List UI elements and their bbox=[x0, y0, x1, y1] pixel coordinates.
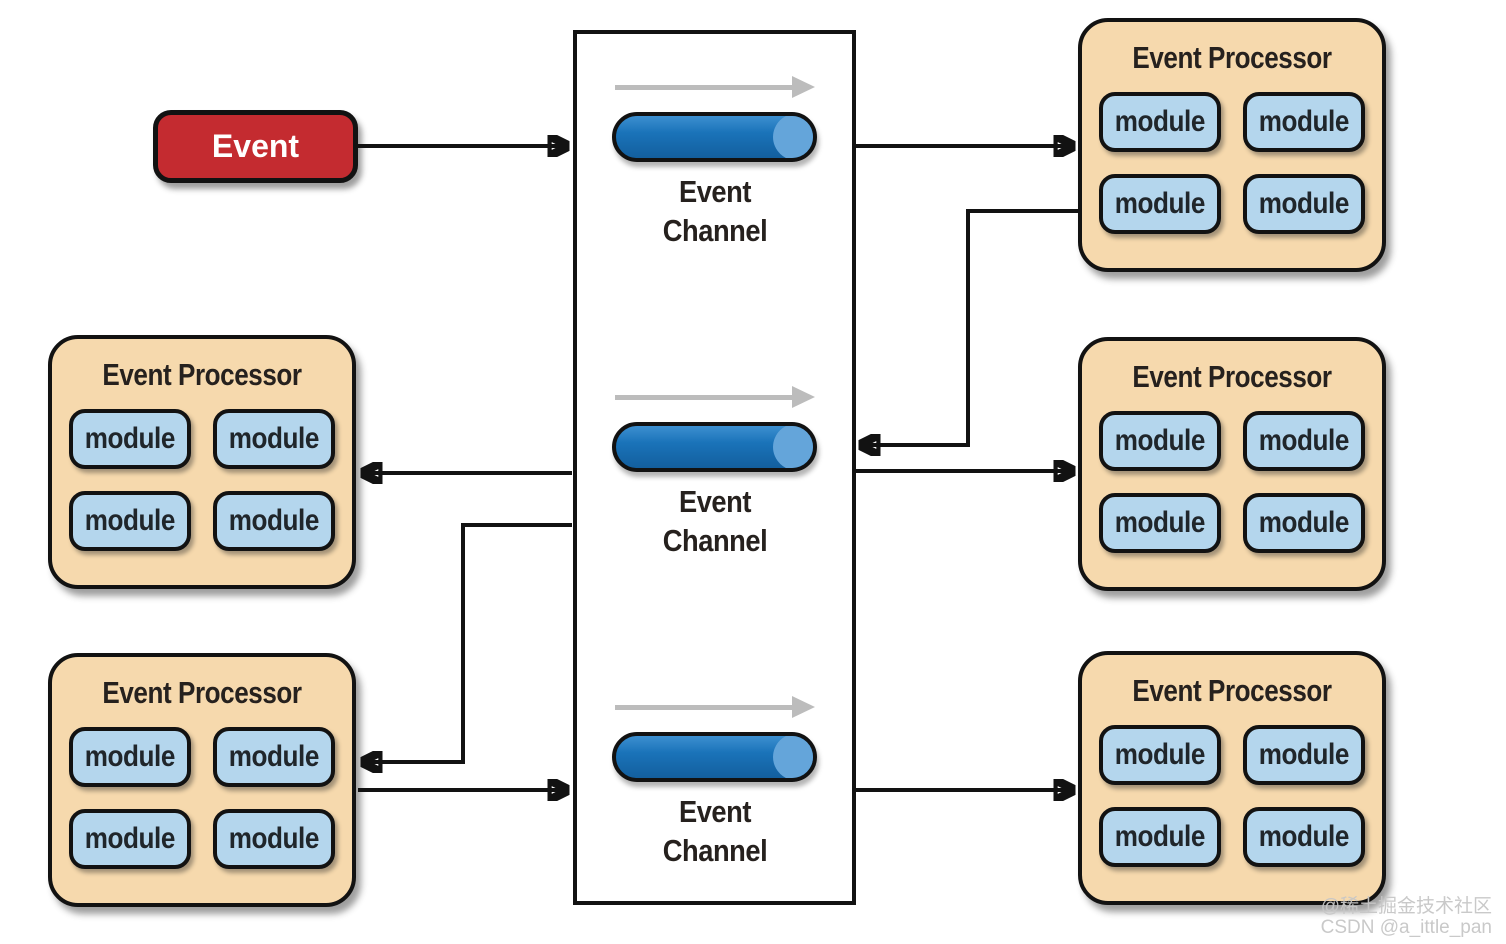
module-chip: module bbox=[213, 727, 335, 787]
module-label: module bbox=[1258, 820, 1350, 853]
event-processor-middle-right: Event Processor module module module mod… bbox=[1078, 337, 1386, 591]
event-node: Event bbox=[153, 110, 358, 183]
module-chip: module bbox=[1243, 411, 1365, 471]
module-chip: module bbox=[1099, 92, 1221, 152]
module-chip: module bbox=[69, 491, 191, 551]
module-label: module bbox=[1258, 424, 1350, 457]
module-chip: module bbox=[213, 409, 335, 469]
processor-title: Event Processor bbox=[1132, 359, 1332, 394]
module-label: module bbox=[228, 822, 320, 855]
module-chip: module bbox=[69, 727, 191, 787]
module-grid: module module module module bbox=[52, 409, 352, 551]
module-chip: module bbox=[1099, 174, 1221, 234]
processor-title: Event Processor bbox=[102, 675, 302, 710]
event-channel-box: Event Channel Event Channel Event Channe… bbox=[573, 30, 856, 905]
module-chip: module bbox=[69, 409, 191, 469]
module-grid: module module module module bbox=[1082, 411, 1382, 553]
event-channel-label: Event Channel bbox=[662, 484, 767, 558]
module-label: module bbox=[1258, 738, 1350, 771]
module-chip: module bbox=[1243, 493, 1365, 553]
module-label: module bbox=[1114, 506, 1206, 539]
event-label: Event bbox=[211, 128, 300, 164]
module-chip: module bbox=[69, 809, 191, 869]
module-grid: module module module module bbox=[52, 727, 352, 869]
module-label: module bbox=[228, 504, 320, 537]
module-label: module bbox=[1258, 506, 1350, 539]
module-label: module bbox=[84, 822, 176, 855]
flow-direction-arrow-icon bbox=[614, 695, 815, 720]
module-grid: module module module module bbox=[1082, 725, 1382, 867]
module-grid: module module module module bbox=[1082, 92, 1382, 234]
event-processor-top-right: Event Processor module module module mod… bbox=[1078, 18, 1386, 272]
module-chip: module bbox=[1099, 493, 1221, 553]
module-chip: module bbox=[1243, 725, 1365, 785]
module-label: module bbox=[1114, 820, 1206, 853]
module-label: module bbox=[1114, 105, 1206, 138]
event-processor-middle-left: Event Processor module module module mod… bbox=[48, 335, 356, 589]
event-channel-item: Event Channel bbox=[577, 695, 852, 870]
watermark-line2: CSDN @a_ittle_pan bbox=[1320, 917, 1492, 938]
module-chip: module bbox=[1099, 807, 1221, 867]
module-label: module bbox=[84, 504, 176, 537]
module-chip: module bbox=[1243, 807, 1365, 867]
processor-title: Event Processor bbox=[102, 357, 302, 392]
event-processor-bottom-right: Event Processor module module module mod… bbox=[1078, 651, 1386, 905]
module-label: module bbox=[1114, 187, 1206, 220]
flow-direction-arrow-icon bbox=[614, 385, 815, 410]
event-channel-label: Event Channel bbox=[662, 174, 767, 248]
module-chip: module bbox=[1243, 174, 1365, 234]
event-channel-pipe bbox=[612, 422, 817, 472]
module-label: module bbox=[1258, 105, 1350, 138]
watermark-line1: @稀土掘金技术社区 bbox=[1320, 896, 1492, 917]
event-channel-item: Event Channel bbox=[577, 75, 852, 250]
event-channel-item: Event Channel bbox=[577, 385, 852, 560]
event-channel-label: Event Channel bbox=[662, 794, 767, 868]
module-chip: module bbox=[213, 491, 335, 551]
event-channel-pipe bbox=[612, 112, 817, 162]
processor-title: Event Processor bbox=[1132, 673, 1332, 708]
module-label: module bbox=[1114, 738, 1206, 771]
flow-direction-arrow-icon bbox=[614, 75, 815, 100]
event-channel-pipe bbox=[612, 732, 817, 782]
processor-title: Event Processor bbox=[1132, 40, 1332, 75]
module-chip: module bbox=[213, 809, 335, 869]
module-label: module bbox=[84, 422, 176, 455]
module-label: module bbox=[1114, 424, 1206, 457]
module-chip: module bbox=[1099, 725, 1221, 785]
event-processor-bottom-left: Event Processor module module module mod… bbox=[48, 653, 356, 907]
module-chip: module bbox=[1099, 411, 1221, 471]
module-label: module bbox=[84, 740, 176, 773]
module-label: module bbox=[1258, 187, 1350, 220]
module-chip: module bbox=[1243, 92, 1365, 152]
watermark: @稀土掘金技术社区 CSDN @a_ittle_pan bbox=[1321, 896, 1492, 938]
connector-processor-top-right-to-channel2 bbox=[862, 209, 1078, 445]
connector-channel2-to-processor-bottom-left bbox=[364, 523, 572, 762]
module-label: module bbox=[228, 740, 320, 773]
module-label: module bbox=[228, 422, 320, 455]
